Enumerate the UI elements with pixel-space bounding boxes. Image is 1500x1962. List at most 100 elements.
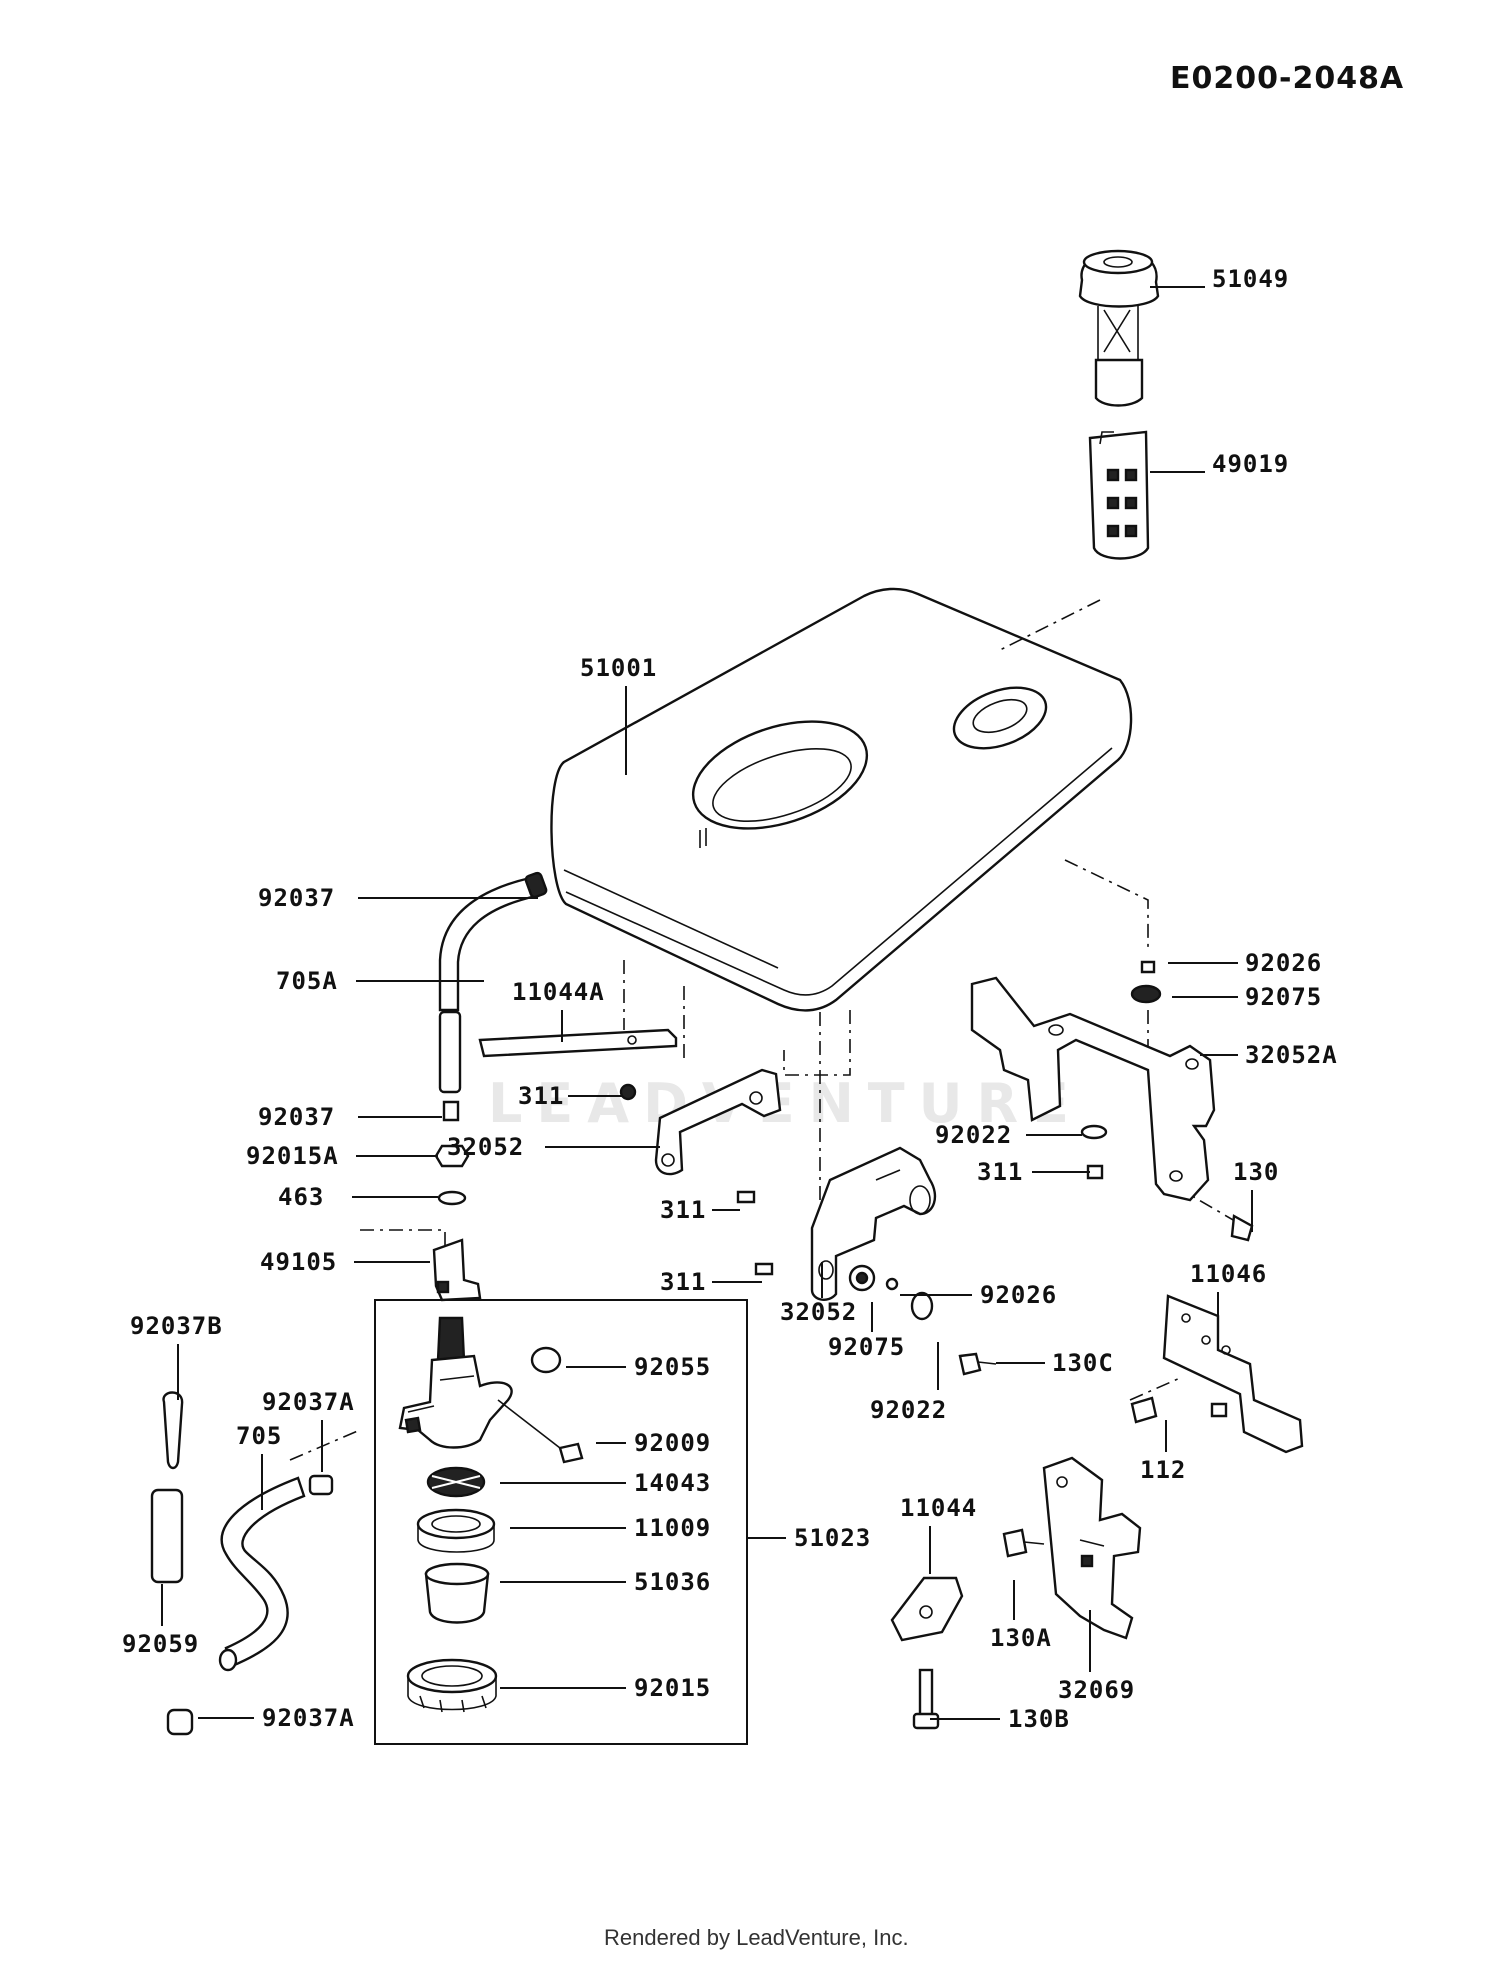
part-number-label: 92026 <box>980 1281 1057 1309</box>
hose-92059[interactable] <box>150 1488 184 1584</box>
part-number-label: 112 <box>1140 1456 1186 1484</box>
callout-c-92015A: 92015A <box>246 1142 438 1170</box>
cup-51036[interactable] <box>424 1562 490 1624</box>
part-number-label: 130 <box>1233 1158 1279 1186</box>
part-number-label: 92075 <box>1245 983 1322 1011</box>
callout-c-130C: 130C <box>996 1349 1114 1377</box>
part-number-label: 51049 <box>1212 265 1289 293</box>
part-number-label: 311 <box>660 1268 706 1296</box>
callout-c-705: 705 <box>236 1422 281 1510</box>
part-number-label: 92059 <box>122 1630 199 1658</box>
part-number-label: 92037A <box>262 1704 355 1732</box>
callout-c-92075-a: 92075 <box>1172 983 1322 1011</box>
part-number-label: 14043 <box>634 1469 711 1497</box>
ring-nut-92015[interactable] <box>406 1658 498 1713</box>
bracket-11044a[interactable] <box>478 1028 678 1101</box>
part-number-label: 92015A <box>246 1142 339 1170</box>
clip-92037b[interactable] <box>162 1391 184 1470</box>
callout-c-92022-a: 92022 <box>935 1121 1082 1149</box>
part-number-label: 92075 <box>828 1333 905 1361</box>
part-number-label: 92055 <box>634 1353 711 1381</box>
assembly-lines <box>289 599 1241 1461</box>
callout-layer: 51049 49019 51001 92037 705A 11044A 92026 92075… <box>122 265 1337 1733</box>
callout-c-92075-b: 92075 <box>828 1302 905 1361</box>
bracket-32069[interactable] <box>1002 1456 1142 1640</box>
callout-c-463: 463 <box>278 1183 438 1211</box>
part-number-label: 311 <box>977 1158 1023 1186</box>
callout-c-92055: 92055 <box>566 1353 711 1381</box>
fuel-hose-705a[interactable] <box>438 871 548 1122</box>
fuel-strainer[interactable] <box>1088 430 1150 560</box>
part-number-label: 311 <box>518 1082 564 1110</box>
fuel-cock[interactable] <box>398 1316 584 1464</box>
callout-c-112: 112 <box>1140 1420 1186 1484</box>
callout-c-32069: 32069 <box>1058 1610 1135 1704</box>
diagram-reference-code: E0200-2048A <box>1170 61 1404 96</box>
part-number-label: 130B <box>1008 1705 1070 1733</box>
callout-c-51036: 51036 <box>500 1568 711 1596</box>
fitting-stack[interactable] <box>432 1144 482 1302</box>
part-number-label: 51036 <box>634 1568 711 1596</box>
callout-c-51001: 51001 <box>580 654 657 775</box>
callout-c-92015: 92015 <box>500 1674 710 1702</box>
callout-c-92009: 92009 <box>596 1429 711 1457</box>
bracket-32052-center[interactable] <box>754 1146 937 1321</box>
callout-c-92026-a: 92026 <box>1168 949 1322 977</box>
callout-c-49105: 49105 <box>260 1248 430 1276</box>
filter-screen-14043[interactable] <box>426 1466 486 1498</box>
part-number-label: 92026 <box>1245 949 1322 977</box>
callout-c-311-d: 311 <box>660 1268 762 1296</box>
plate-11046[interactable] <box>1130 1294 1304 1454</box>
part-number-label: 92037 <box>258 1103 335 1131</box>
callout-c-92037-a: 92037 <box>258 884 538 912</box>
part-number-label: 130A <box>990 1624 1052 1652</box>
callout-c-32052A: 32052A <box>1200 1041 1337 1069</box>
bolt-130c[interactable] <box>958 1352 997 1376</box>
render-credit: Rendered by LeadVenture, Inc. <box>604 1925 909 1950</box>
part-number-label: 705A <box>276 967 338 995</box>
callout-c-92026-b: 92026 <box>900 1281 1057 1309</box>
callout-c-14043: 14043 <box>500 1469 711 1497</box>
part-number-label: 11044A <box>512 978 605 1006</box>
callout-c-311-a: 311 <box>518 1082 622 1110</box>
part-number-label: 130C <box>1052 1349 1114 1377</box>
bracket-32052a[interactable] <box>970 960 1254 1242</box>
part-number-label: 92037B <box>130 1312 223 1340</box>
callout-c-92037A-a: 92037A <box>262 1388 354 1472</box>
part-number-label: 11046 <box>1190 1260 1267 1288</box>
bracket-11044[interactable] <box>890 1576 964 1730</box>
o-ring-11009[interactable] <box>416 1508 496 1553</box>
part-number-label: 463 <box>278 1183 324 1211</box>
fuel-tank[interactable] <box>550 587 1133 1012</box>
fuel-cap[interactable] <box>1078 249 1160 407</box>
part-number-label: 49105 <box>260 1248 337 1276</box>
part-number-label: 51023 <box>794 1524 871 1552</box>
part-number-label: 311 <box>660 1196 706 1224</box>
part-number-label: 32069 <box>1058 1676 1135 1704</box>
callout-c-51023: 51023 <box>748 1524 871 1552</box>
callout-c-49019: 49019 <box>1150 450 1289 478</box>
callout-c-130-a: 130 <box>1233 1158 1279 1232</box>
callout-c-32052-b: 32052 <box>780 1262 857 1326</box>
part-number-label: 32052 <box>447 1133 524 1161</box>
part-number-label: 92022 <box>870 1396 947 1424</box>
part-number-label: 92022 <box>935 1121 1012 1149</box>
fuel-hose-705[interactable] <box>166 1474 334 1736</box>
part-number-label: 49019 <box>1212 450 1289 478</box>
callout-c-32052-a: 32052 <box>447 1133 660 1161</box>
callout-c-51049: 51049 <box>1150 265 1289 293</box>
part-number-label: 92037 <box>258 884 335 912</box>
callout-c-92059: 92059 <box>122 1584 199 1658</box>
part-number-label: 92009 <box>634 1429 711 1457</box>
callout-c-11009: 11009 <box>510 1514 710 1542</box>
callout-c-130A: 130A <box>990 1580 1052 1652</box>
fuel-cock-assembly-box <box>374 1299 748 1745</box>
callout-c-11046: 11046 <box>1190 1260 1267 1338</box>
part-number-label: 51001 <box>580 654 657 682</box>
callout-c-92037A-b: 92037A <box>198 1704 355 1732</box>
callout-c-130B: 130B <box>930 1705 1070 1733</box>
part-number-label: 32052 <box>780 1298 857 1326</box>
callout-c-11044A: 11044A <box>512 978 605 1042</box>
bracket-32052-left[interactable] <box>654 1068 782 1204</box>
callout-c-311-c: 311 <box>660 1196 740 1224</box>
